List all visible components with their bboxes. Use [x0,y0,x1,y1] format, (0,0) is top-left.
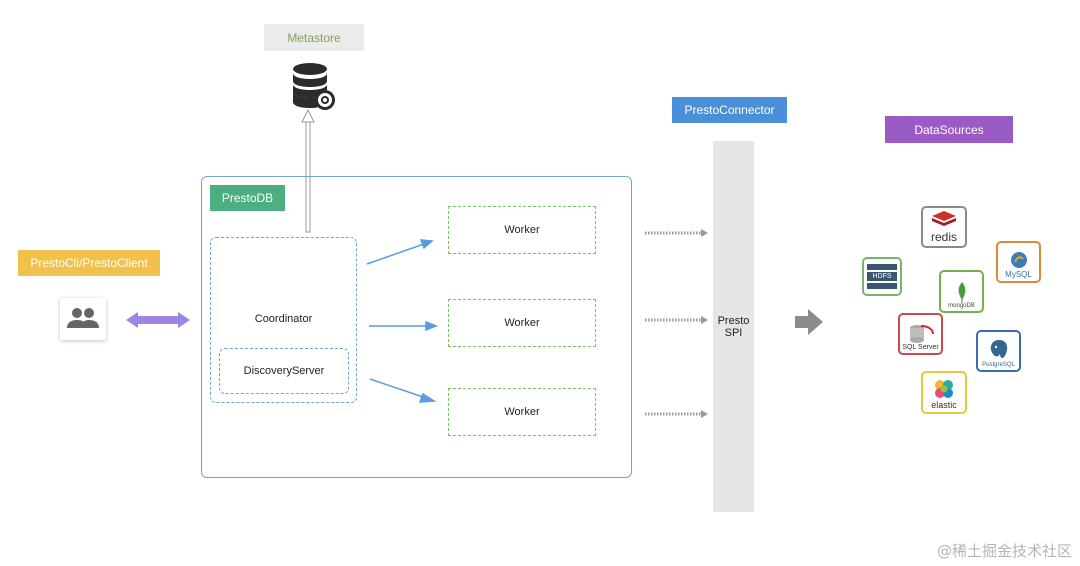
coordinator-box [210,237,357,403]
worker-box-1: Worker [448,206,596,254]
mongodb-logo: mongoDB [939,270,984,313]
postgresql-logo: PostgreSQL [976,330,1021,372]
mongodb-text: mongoDB [948,303,975,309]
presto-spi-line1: Presto [717,315,750,327]
prestodb-frame [201,176,632,478]
elastic-text: elastic [931,400,957,410]
coordinator-label: Coordinator [254,313,313,325]
watermark: @稀土掘金技术社区 [936,542,1072,560]
presto-spi-label: Presto SPI [713,315,754,339]
worker-to-spi-arrows [645,229,708,418]
client-label: PrestoCli/PrestoClient [18,250,160,276]
double-arrow-icon [126,312,190,328]
postgresql-text: PostgreSQL [982,362,1015,368]
hdfs-logo: HDFS [862,257,902,296]
worker-label: Worker [504,224,540,236]
coordinator-to-worker-arrows [366,239,439,403]
mysql-text: MySQL [1005,270,1032,279]
redis-text: redis [930,230,957,244]
prestodb-label: PrestoDB [210,185,285,211]
worker-label: Worker [504,406,540,418]
worker-box-2: Worker [448,299,596,347]
metastore-label: Metastore [264,24,364,51]
discovery-server-label: DiscoveryServer [243,365,325,377]
presto-connector-label: PrestoConnector [672,97,787,123]
sqlserver-logo: SQL Server [898,313,943,355]
elastic-logo: elastic [921,371,967,414]
mysql-logo: MySQL [996,241,1041,283]
redis-logo: redis [921,206,967,248]
database-gear-icon [288,60,338,112]
worker-label: Worker [504,317,540,329]
users-icon [60,298,106,340]
presto-spi-bar [713,141,754,512]
discovery-server-box: DiscoveryServer [219,348,349,394]
presto-spi-line2: SPI [724,327,743,339]
hdfs-text: HDFS [867,272,897,281]
worker-box-3: Worker [448,388,596,436]
right-arrow-icon [795,309,823,335]
sqlserver-text: SQL Server [902,344,939,351]
datasources-label: DataSources [885,116,1013,143]
